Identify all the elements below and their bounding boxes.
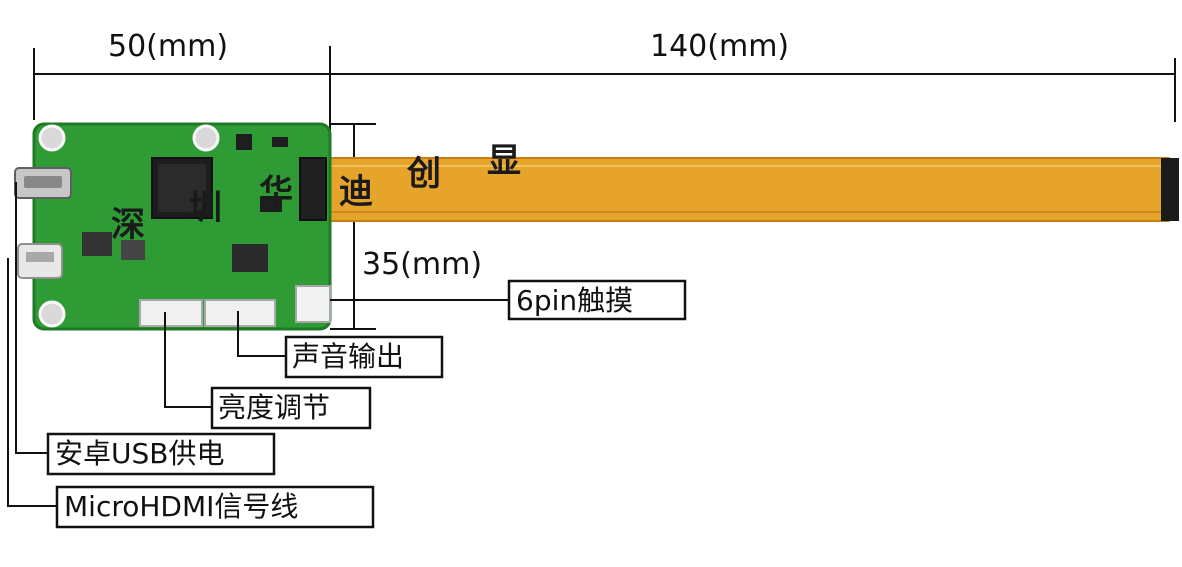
ffc-cable-black-tip [1161, 158, 1179, 221]
component-top-chip [236, 134, 252, 150]
usb-port-slot [24, 176, 62, 188]
component-top-small [272, 137, 288, 147]
cable-char-2: 创 [406, 154, 441, 194]
hdmi-leader-line [7, 258, 57, 507]
top-dimension-lines [33, 46, 1176, 135]
board-height-label: 35(mm) [362, 247, 482, 282]
board-char-3: 华 [259, 173, 293, 213]
audio-connector [204, 299, 276, 327]
hdmi-label-box [55, 485, 375, 529]
usb-leader-line [15, 182, 48, 454]
audio-label: 声音输出 [292, 340, 404, 373]
ffc-cable [304, 157, 1179, 222]
hdmi-label: MicroHDMI信号线 [64, 490, 298, 523]
component-small-ic [121, 240, 145, 260]
component-right-small [260, 198, 282, 212]
mounting-hole-bottom-left [38, 300, 66, 328]
touch-connector [295, 285, 331, 323]
mounting-hole-top-left [38, 124, 66, 152]
board-char-1: 深 [111, 205, 145, 245]
audio-label-box [284, 335, 444, 379]
touch-label: 6pin触摸 [516, 284, 633, 317]
cable-char-1: 迪 [339, 172, 373, 212]
mounting-hole-top-right [192, 124, 220, 152]
board-width-label: 50(mm) [108, 29, 228, 64]
ffc-connector [299, 157, 327, 221]
cable-char-3: 显 [487, 141, 521, 181]
touch-label-box [507, 279, 687, 321]
pcb-board [14, 122, 332, 331]
main-chip-surface [158, 164, 206, 212]
brightness-connector [139, 299, 203, 327]
brightness-leader-line [164, 312, 212, 408]
component-ic-left [82, 232, 112, 256]
board-char-2: 圳 [188, 188, 222, 228]
cable-length-label: 140(mm) [650, 29, 789, 64]
brightness-label-box [210, 386, 372, 430]
usb-label-box [46, 432, 276, 476]
pcb-base [32, 122, 332, 331]
brightness-label: 亮度调节 [218, 391, 330, 424]
component-inductor [232, 244, 268, 272]
usb-label: 安卓USB供电 [55, 437, 224, 470]
audio-leader-line [237, 311, 286, 357]
micro-hdmi-slot [26, 252, 54, 262]
board-height-dimension [330, 123, 376, 330]
